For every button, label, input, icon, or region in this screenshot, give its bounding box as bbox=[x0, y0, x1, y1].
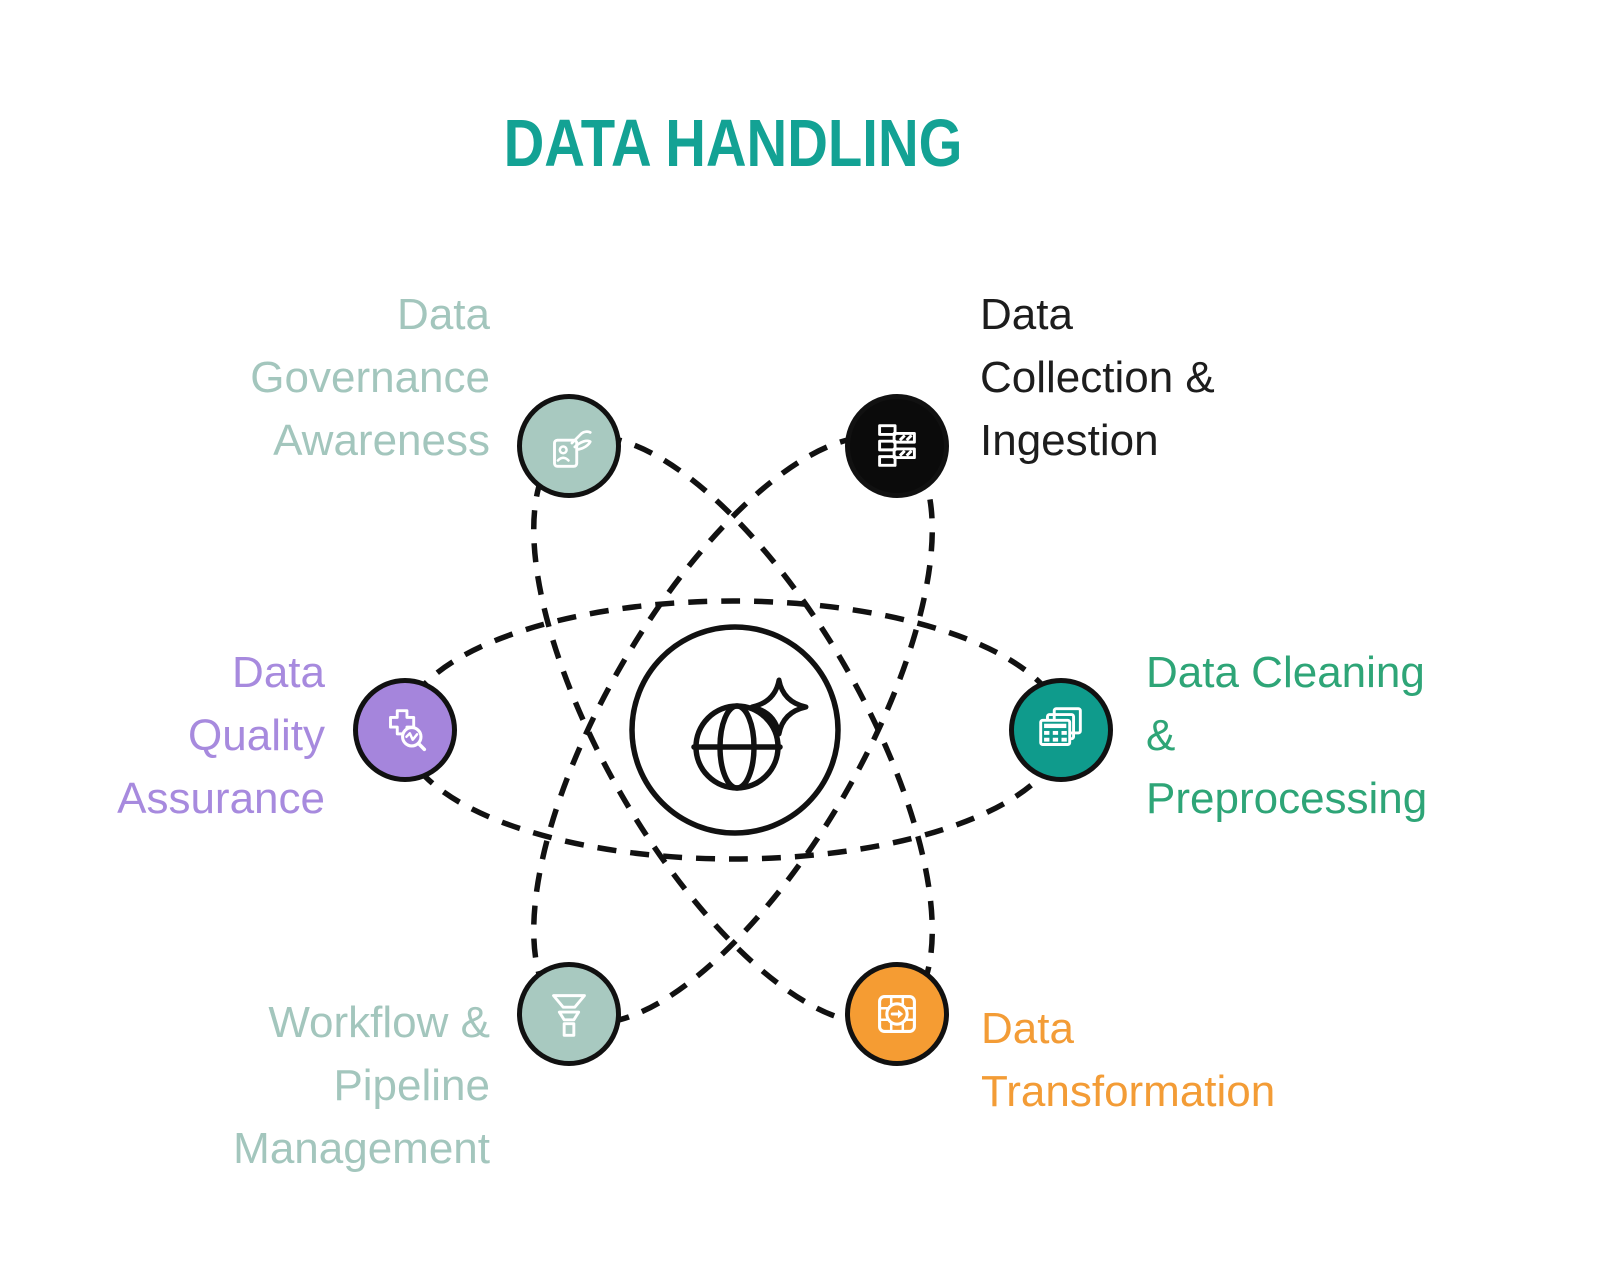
node-data-transformation bbox=[845, 962, 949, 1066]
node-data-quality-assurance bbox=[353, 678, 457, 782]
grid-transform-arrow-icon bbox=[878, 995, 916, 1033]
stacked-data-bars-icon bbox=[878, 424, 916, 467]
page-title: DATA HANDLING bbox=[503, 105, 963, 181]
label-data-collection-ingestion: Data Collection & Ingestion bbox=[980, 290, 1215, 465]
center-emblem bbox=[629, 624, 841, 836]
globe-sparkle-icon bbox=[691, 677, 809, 791]
center-circle bbox=[629, 624, 841, 836]
funnel-icon bbox=[552, 994, 586, 1037]
label-data-governance-awareness: Data Governance Awareness bbox=[250, 290, 490, 465]
label-data-cleaning-preprocessing: Data Cleaning & Preprocessing bbox=[1146, 648, 1428, 823]
label-data-quality-assurance: Data Quality Assurance bbox=[117, 648, 325, 823]
node-data-cleaning-preprocessing bbox=[1009, 678, 1113, 782]
label-workflow-pipeline-management: Workflow & Pipeline Management bbox=[233, 998, 490, 1173]
label-data-transformation: Data Transformation bbox=[981, 1004, 1276, 1116]
id-badge-hand-icon bbox=[553, 430, 592, 468]
node-data-collection-ingestion bbox=[845, 394, 949, 498]
health-check-magnifier-icon bbox=[389, 709, 427, 752]
node-data-governance-awareness bbox=[517, 394, 621, 498]
stacked-tables-icon bbox=[1039, 707, 1082, 746]
node-workflow-pipeline-management bbox=[517, 962, 621, 1066]
